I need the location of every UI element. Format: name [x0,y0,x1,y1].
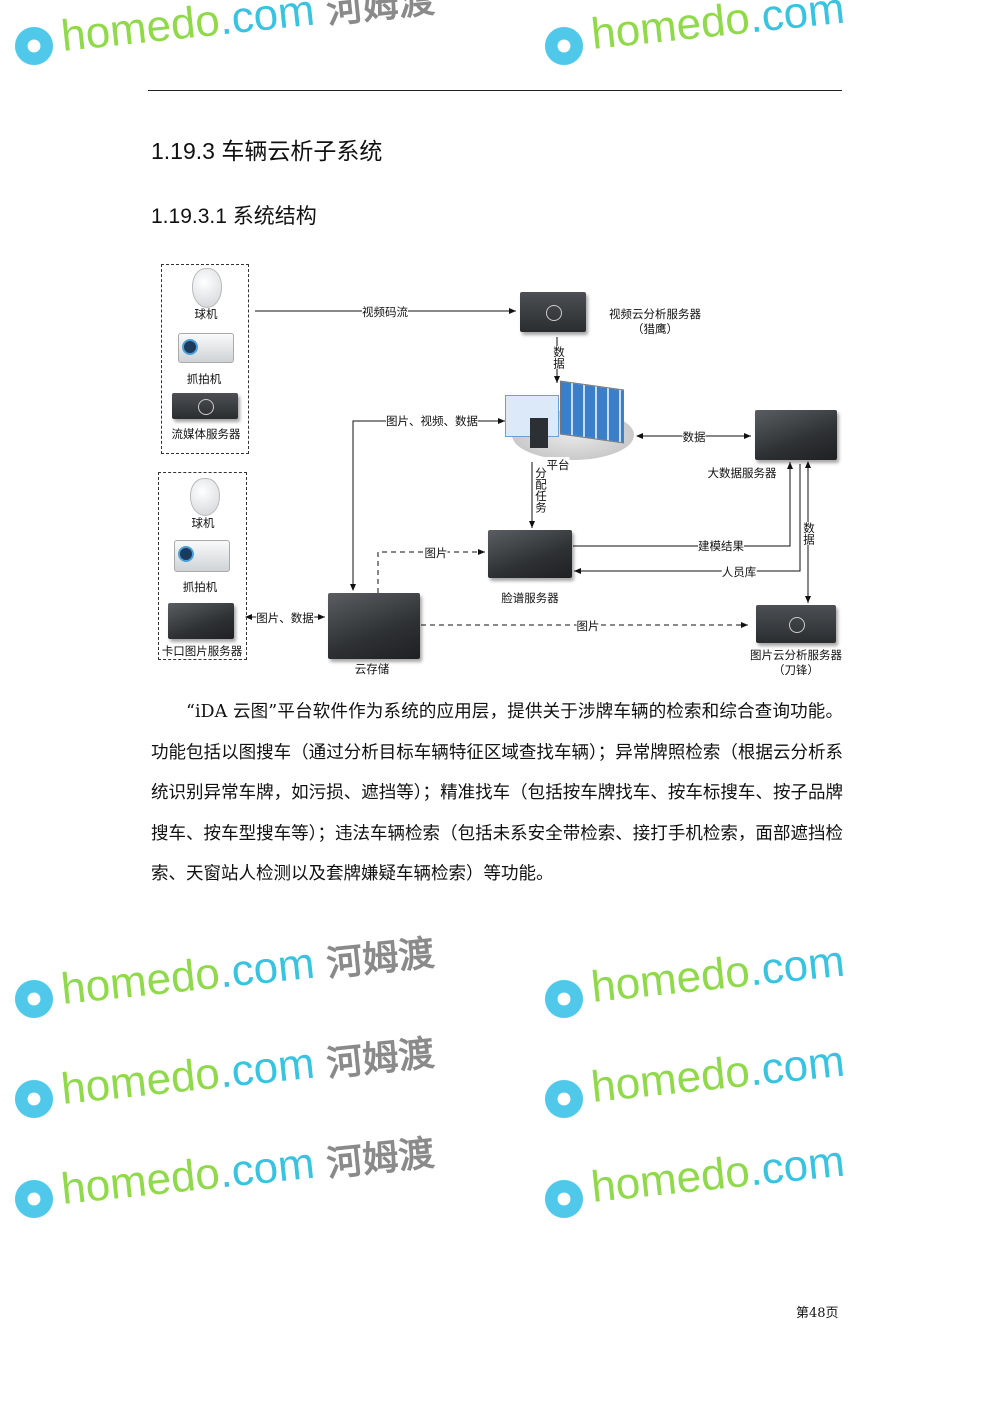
workstation-icon [530,418,548,448]
video-analysis-server-label: 视频云分析服务器 [609,307,701,321]
edge-label: 数据 [682,429,706,445]
checkpoint-server-icon [168,603,234,639]
bigdata-server-label: 大数据服务器 [707,466,777,480]
face-server-icon [488,530,572,578]
cloud-storage-label: 云存储 [354,662,390,676]
watermark-flower-icon [10,1075,58,1123]
edge-person-db [574,464,801,574]
capture-camera-label: 抓拍机 [186,372,222,386]
watermark: homedo.com [588,1136,847,1213]
edge-label: 图片 [576,618,600,634]
page-number: 第48页 [796,1306,839,1321]
watermark-flower-icon [10,22,58,70]
video-analysis-server-icon [520,292,586,332]
video-analysis-server-sub: （猎鹰） [632,322,678,336]
capture-camera-icon [174,540,230,572]
capture-camera-label: 抓拍机 [182,580,218,594]
watermark: homedo.com [588,1036,847,1113]
media-server-icon [172,393,238,419]
front-device-group [161,264,249,454]
edge-label: 人员库 [721,564,757,580]
checkpoint-server-label: 卡口图片服务器 [161,644,243,658]
edge-label: 建模结果 [698,538,744,554]
watermark-flower-icon [540,975,588,1023]
edge-label: 图片、视频、数据 [386,413,478,429]
watermark-flower-icon [540,1075,588,1123]
capture-camera-icon [178,333,234,363]
edge-label: 图片、数据 [256,610,314,626]
dome-camera-icon [192,268,222,308]
picture-analysis-server-icon [756,605,836,643]
edge-label: 数据 [801,522,817,545]
picture-analysis-server-sub: （刀锋） [773,663,819,677]
edge-pic-to-face [377,549,485,593]
edge-pic-video-data [350,418,505,591]
watermark: homedo.com [588,936,847,1013]
platform-label: 平台 [546,457,570,473]
watermark: homedo.com 河姆渡 [58,1132,437,1215]
watermark-flower-icon [540,1175,588,1223]
watermark-flower-icon [540,22,588,70]
video-wall-icon [560,380,624,444]
edge-model-result [573,462,793,547]
body-paragraph: “iDA 云图”平台软件作为系统的应用层，提供关于涉牌车辆的检索和综合查询功能。… [151,692,843,895]
cloud-storage-icon [328,593,420,659]
section-heading: 1.19.3 车辆云析子系统 [151,138,383,164]
dome-camera-icon [190,478,220,516]
edge-label: 图片 [424,545,448,561]
face-server-label: 脸谱服务器 [501,591,559,605]
body-text: “iDA 云图”平台软件作为系统的应用层，提供关于涉牌车辆的检索和综合查询功能。… [151,702,843,885]
diagram-connectors [245,308,811,628]
dome-camera-label: 球机 [191,516,215,530]
watermark: homedo.com 河姆渡 [58,932,437,1015]
dome-camera-label: 球机 [194,307,218,321]
edge-label: 数据 [551,346,567,369]
subsection-heading: 1.19.3.1 系统结构 [151,205,317,228]
header-rule [148,90,842,91]
edge-label: 分配任务 [533,467,549,513]
media-server-label: 流媒体服务器 [171,427,241,441]
watermark-flower-icon [10,1175,58,1223]
bigdata-server-icon [755,410,837,460]
checkpoint-device-group [158,472,247,660]
watermark-flower-icon [10,975,58,1023]
edge-label: 视频码流 [362,304,408,320]
picture-analysis-server-label: 图片云分析服务器 [750,648,842,662]
watermark: homedo.com 河姆渡 [58,1032,437,1115]
